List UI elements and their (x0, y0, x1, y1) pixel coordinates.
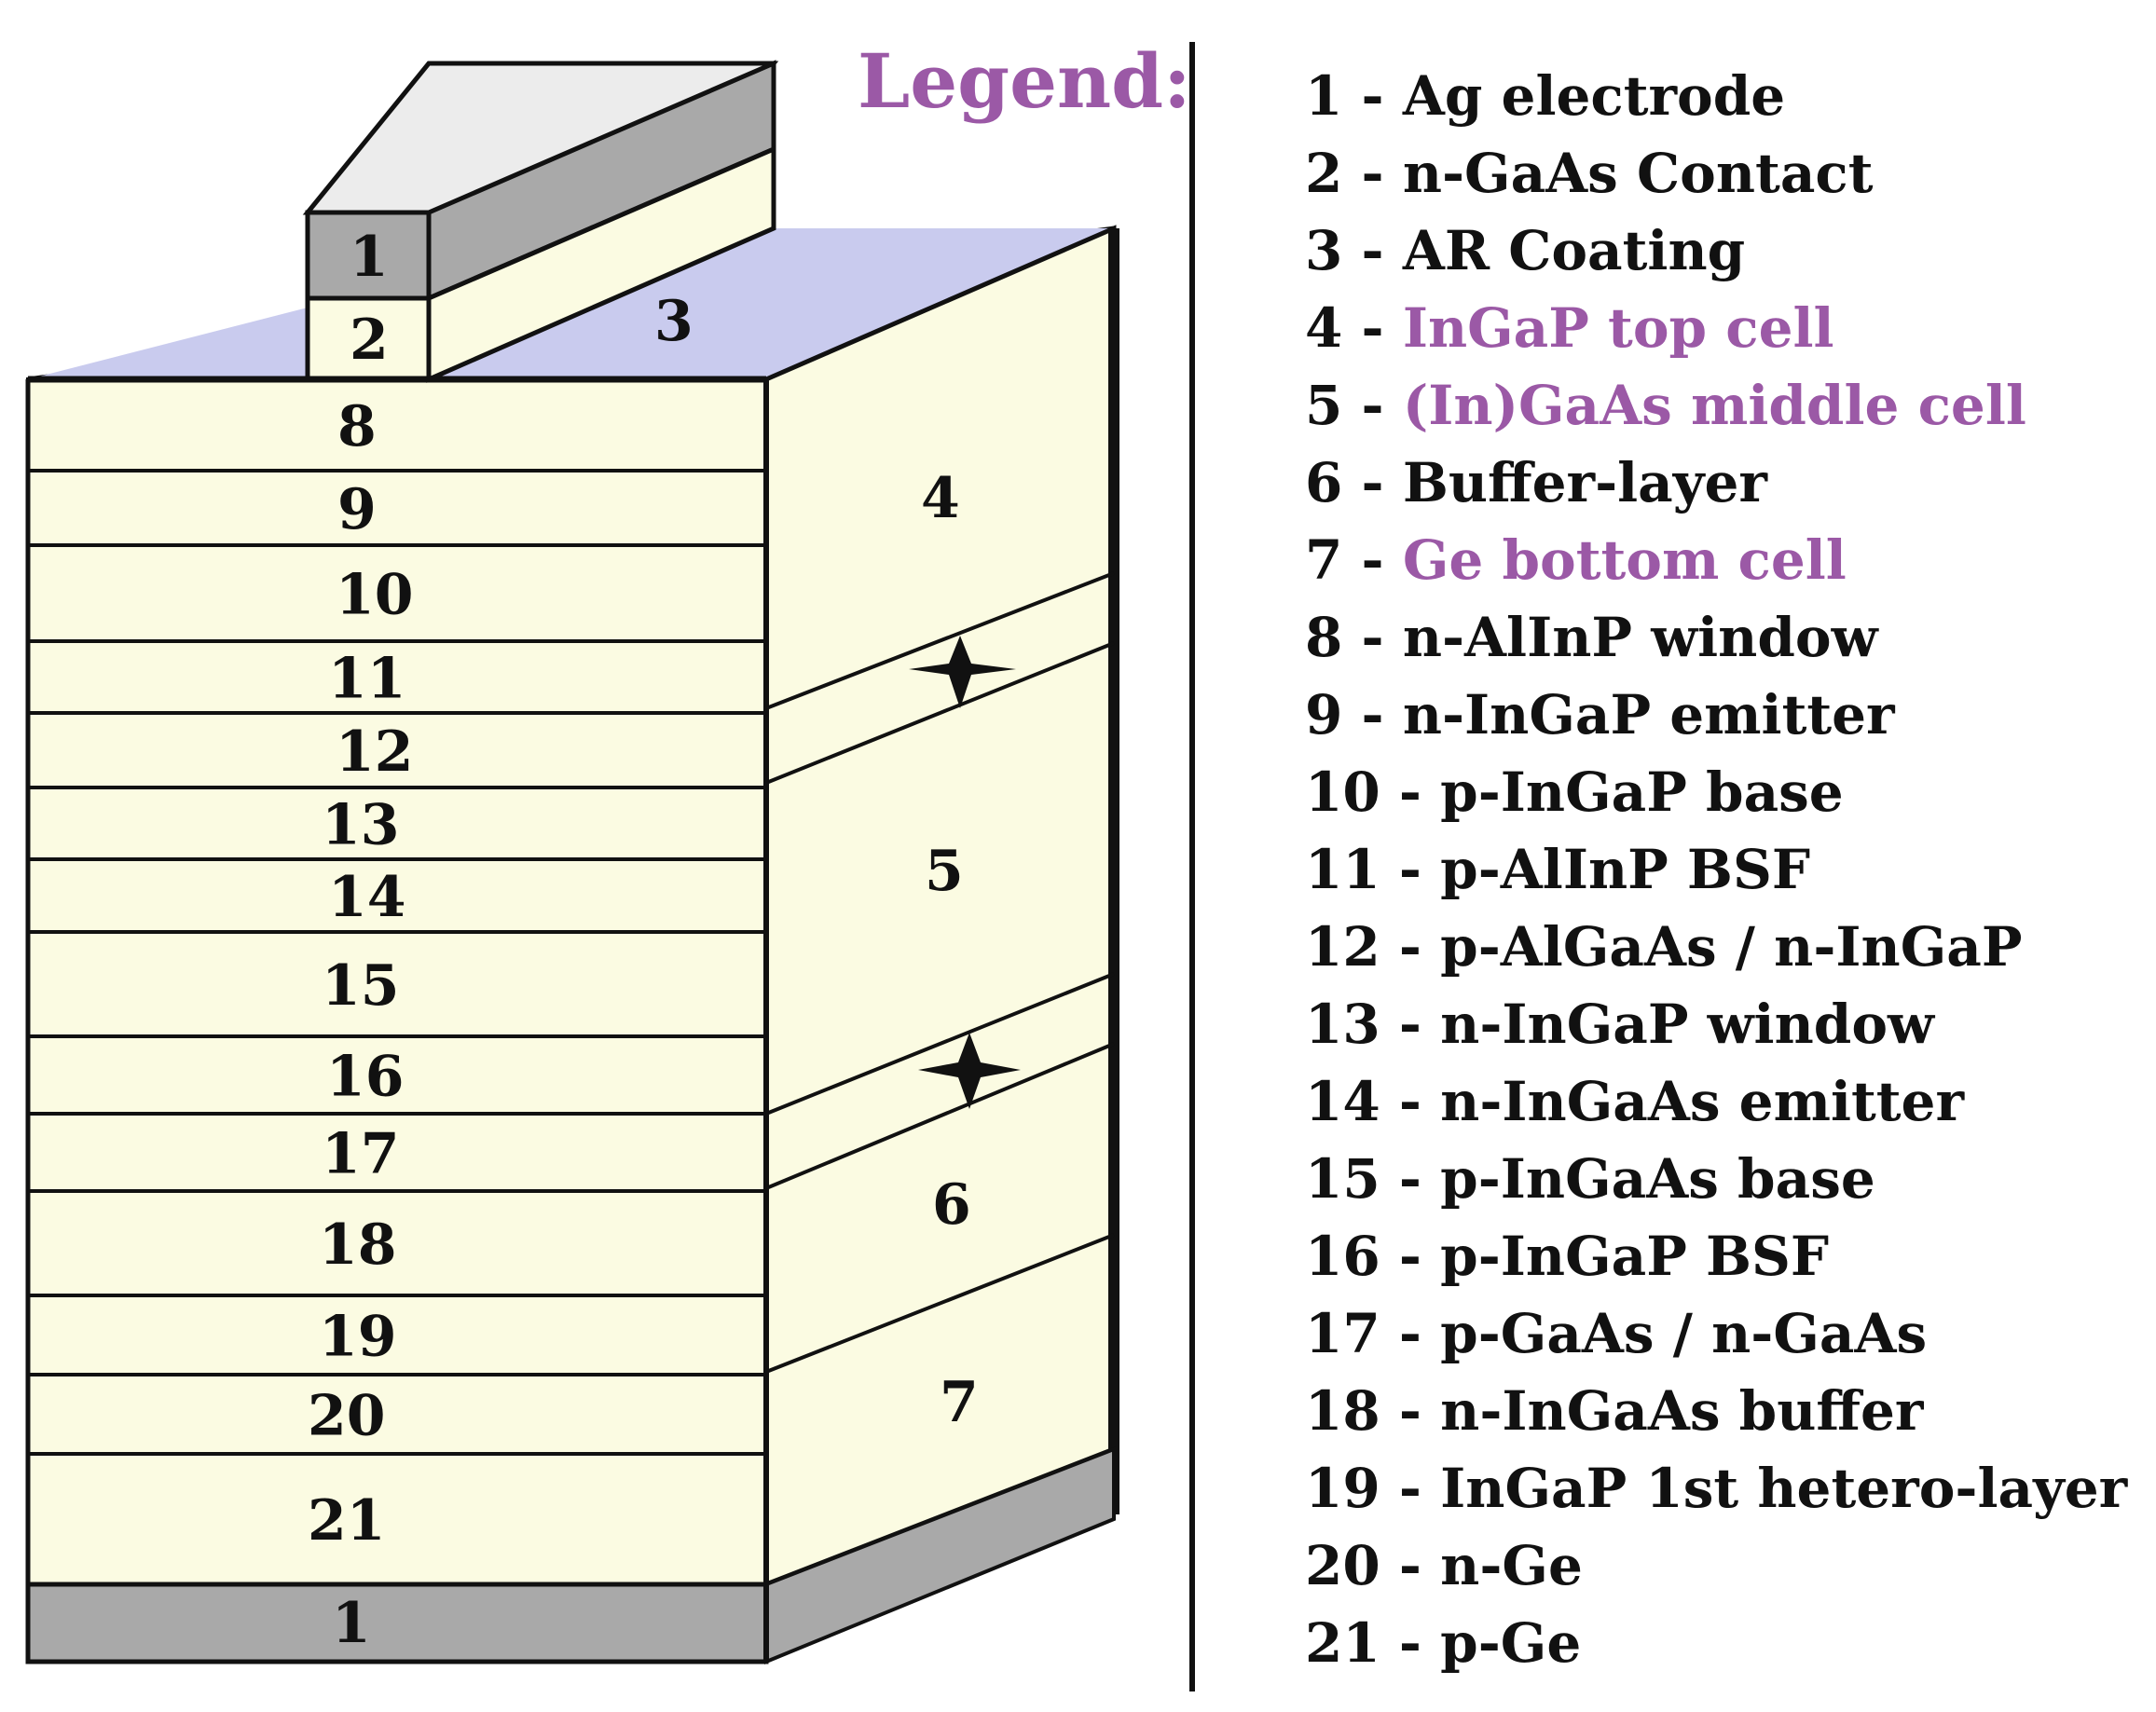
legend-item-17: 17 - p-GaAs / n-GaAs (1305, 1302, 1928, 1365)
legend-divider (1189, 42, 1195, 1691)
side-boundary-5-a (765, 972, 1115, 1116)
legend-item-7: 7 - Ge bottom cell (1305, 522, 2127, 599)
legend-item-14: 14 - n-InGaAs emitter (1305, 1070, 1965, 1133)
legend-item-prefix: 5 - (1305, 374, 1403, 437)
layer-10-label: 10 (336, 563, 414, 628)
layer-14-label: 14 (328, 865, 406, 930)
layer-11-label: 11 (328, 647, 406, 712)
ar-coating-label: 3 (654, 289, 693, 354)
layer-20-label: 20 (308, 1384, 386, 1449)
layer-15-label: 15 (322, 953, 400, 1019)
tunnel-junction-upper-icon (909, 636, 1016, 708)
legend-item-4: 4 - InGaP top cell (1305, 290, 2127, 367)
layer-8 (26, 377, 768, 473)
legend-item-15: 15 - p-InGaAs base (1305, 1147, 1875, 1211)
legend-item-1: 1 - Ag electrode (1305, 64, 1786, 128)
legend-item-11: 11 - p-AlInP BSF (1305, 838, 1811, 901)
legend-list: 1 - Ag electrode 2 - n-GaAs Contact 3 - AR… (1305, 58, 2127, 1682)
legend-item-19: 19 - InGaP 1st hetero-layer (1305, 1457, 2128, 1520)
legend-item-18: 18 - n-InGaAs buffer (1305, 1379, 1924, 1443)
layer-13 (26, 786, 768, 861)
layer-17 (26, 1112, 768, 1193)
legend-item-3: 3 - AR Coating (1305, 219, 1746, 282)
layer-21-label: 21 (308, 1488, 386, 1554)
front-layer-stack: 8 9 10 11 12 13 14 15 16 17 18 19 20 21 (26, 377, 768, 1586)
legend-item-8: 8 - n-AlInP window (1305, 606, 1878, 669)
cell-5-label: 5 (925, 839, 964, 904)
layer-17-label: 17 (322, 1122, 400, 1187)
legend-item-prefix: 7 - (1305, 528, 1403, 592)
layer-16-label: 16 (326, 1045, 405, 1110)
legend-item-20: 20 - n-Ge (1305, 1534, 1583, 1597)
legend-item-13: 13 - n-InGaP window (1305, 993, 1934, 1056)
cell-4-label: 4 (921, 466, 960, 531)
side-boundary-5-b (765, 1042, 1115, 1190)
layer-9-label: 9 (337, 477, 377, 542)
side-boundary-4-a (765, 571, 1115, 710)
legend-title: Legend: (858, 37, 1191, 125)
layer-20 (26, 1373, 768, 1456)
layer-18-label: 18 (319, 1212, 397, 1278)
legend-item-9: 9 - n-InGaP emitter (1305, 683, 1895, 746)
cell-6-label: 6 (932, 1172, 971, 1238)
layer-15 (26, 930, 768, 1038)
layer-12-label: 12 (336, 719, 414, 785)
legend-item-6: 6 - Buffer-layer (1305, 451, 1767, 514)
side-boundary-4-b (765, 641, 1115, 785)
layer-13-label: 13 (322, 793, 400, 858)
legend-item-12: 12 - p-AlGaAs / n-InGaP (1305, 915, 2023, 979)
legend-item-2: 2 - n-GaAs Contact (1305, 142, 1874, 205)
legend-item-highlight: Ge bottom cell (1402, 528, 1847, 592)
legend-item-prefix: 4 - (1305, 296, 1403, 360)
layer-9 (26, 469, 768, 547)
bottom-electrode-front (25, 1582, 769, 1664)
layer-19-label: 19 (319, 1305, 397, 1370)
layer-8-label: 8 (337, 394, 377, 459)
cell-7-label: 7 (940, 1370, 979, 1435)
side-boundary-6 (765, 1233, 1115, 1374)
layer-11 (26, 639, 768, 715)
legend-item-highlight: InGaP top cell (1402, 296, 1834, 360)
layer-19 (26, 1294, 768, 1376)
legend-item-16: 16 - p-InGaP BSF (1305, 1225, 1830, 1288)
legend-item-10: 10 - p-InGaP base (1305, 760, 1844, 824)
bottom-electrode-label: 1 (332, 1591, 371, 1656)
tunnel-junction-lower-icon (918, 1033, 1021, 1109)
legend-item-21: 21 - p-Ge (1305, 1611, 1582, 1675)
layer-21 (26, 1452, 768, 1586)
legend-item-highlight: (In)GaAs middle cell (1402, 374, 2026, 437)
legend-item-5: 5 - (In)GaAs middle cell (1305, 367, 2127, 445)
top-electrode-label: 1 (350, 225, 389, 290)
layer-18 (26, 1189, 768, 1297)
layer-stack-diagram: 8 9 10 11 12 13 14 15 16 17 18 19 20 21 1 4 5 6 7 1 2… (25, 60, 1119, 1664)
top-contact-label: 2 (350, 308, 389, 373)
